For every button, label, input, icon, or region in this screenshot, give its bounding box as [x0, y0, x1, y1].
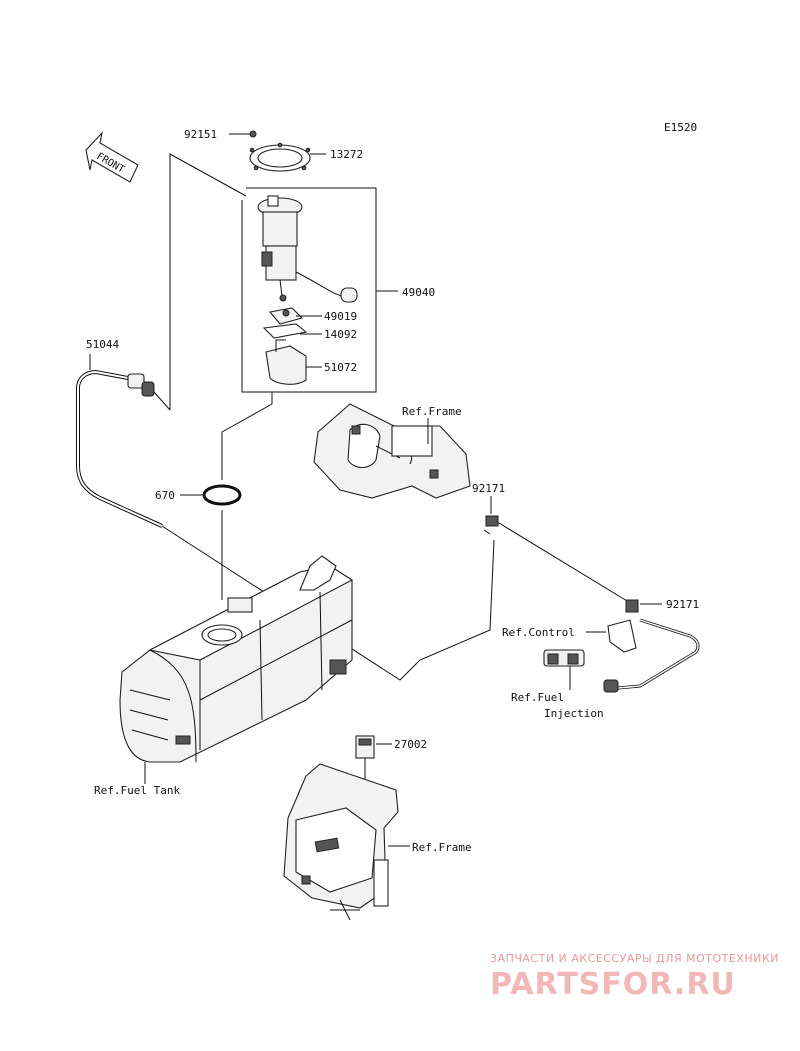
part-label-92151: 92151	[184, 128, 217, 141]
hose-51044	[76, 354, 163, 528]
fuel-pump-49040	[257, 195, 358, 303]
part-label-13272: 13272	[330, 148, 363, 161]
plate-14092	[262, 323, 308, 339]
gasket-13272	[249, 142, 311, 172]
diagram-code: E1520	[664, 121, 697, 134]
part-label-49040: 49040	[402, 286, 435, 299]
part-label-92171-lower: 92171	[666, 598, 699, 611]
ref-frame-bottom: Ref.Frame	[412, 841, 472, 854]
alignment-lines	[169, 153, 273, 600]
control-bracket	[607, 619, 637, 653]
clamp-92171-upper	[483, 515, 499, 535]
filter-49019	[268, 307, 304, 325]
frame-top	[313, 403, 471, 499]
frame-bottom	[283, 763, 399, 921]
watermark-tagline: ЗАПЧАСТИ И АКСЕССУАРЫ ДЛЯ МОТОТЕХНИКИ	[490, 952, 779, 965]
part-label-670: 670	[155, 489, 175, 502]
ref-fuel-injection-2: Injection	[544, 707, 604, 720]
o-ring-670	[202, 484, 242, 506]
part-label-92171-upper: 92171	[472, 482, 505, 495]
ref-frame-top: Ref.Frame	[402, 405, 462, 418]
ref-fuel-tank: Ref.Fuel Tank	[94, 784, 180, 797]
screw-92151	[249, 130, 257, 138]
part-label-49019: 49019	[324, 310, 357, 323]
fuel-pump-group-box	[241, 187, 398, 393]
hose-connector-line	[153, 391, 171, 411]
ref-fuel-injection-1: Ref.Fuel	[511, 691, 564, 704]
fuel-tank	[119, 555, 354, 763]
clamp-92171-lower	[625, 599, 639, 613]
ref-control: Ref.Control	[502, 626, 575, 639]
watermark-brand: PARTSFOR.RU	[490, 967, 736, 1002]
part-label-27002: 27002	[394, 738, 427, 751]
part-label-14092: 14092	[324, 328, 357, 341]
holder-51072	[265, 339, 307, 385]
front-arrow-icon: FRONT	[85, 131, 139, 183]
part-label-51072: 51072	[324, 361, 357, 374]
fuel-injection-connector	[543, 649, 619, 693]
part-label-51044: 51044	[86, 338, 119, 351]
